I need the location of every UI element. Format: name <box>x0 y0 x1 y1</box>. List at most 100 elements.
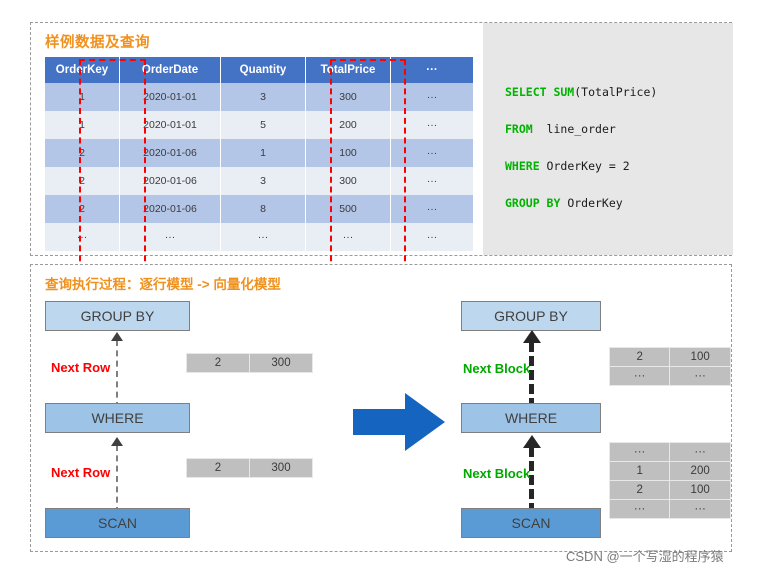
left-arrow-upper-head <box>111 332 123 341</box>
sql-query-panel: SELECT SUM(TotalPrice) FROM line_order W… <box>483 23 733 255</box>
right-block-upper: 2 100 ··· ··· <box>608 347 731 386</box>
table-row: 2 2020-01-06 1 100 ··· <box>45 139 473 167</box>
block-row: ··· ··· <box>608 442 731 462</box>
block-cell-value: 200 <box>669 461 731 481</box>
cell-totalprice: ··· <box>305 223 391 251</box>
column-header-quantity: Quantity <box>220 57 306 83</box>
sql-line-where: WHERE OrderKey = 2 <box>505 159 630 173</box>
block-cell-key: ··· <box>608 442 671 462</box>
right-arrow-lower-shaft <box>529 447 534 513</box>
left-edge-label-upper: Next Row <box>51 360 111 375</box>
left-arrow-lower-head <box>111 437 123 446</box>
sql-line-select: SELECT SUM(TotalPrice) <box>505 85 657 99</box>
block-cell-value: ··· <box>669 499 731 519</box>
block-cell-key: 2 <box>186 458 250 478</box>
cell-quantity: 5 <box>220 111 306 139</box>
column-header-orderdate: OrderDate <box>119 57 221 83</box>
sample-data-table: OrderKey OrderDate Quantity TotalPrice ·… <box>45 57 473 251</box>
cell-ellipsis: ··· <box>390 195 473 223</box>
cell-quantity: 1 <box>220 139 306 167</box>
left-operator-groupby: GROUP BY <box>45 301 190 331</box>
table-row: 1 2020-01-01 3 300 ··· <box>45 83 473 111</box>
right-operator-scan-label: SCAN <box>511 515 551 531</box>
sql-text-groupby: OrderKey <box>560 196 623 210</box>
cell-totalprice: 300 <box>305 83 391 111</box>
cell-orderkey: 1 <box>45 111 120 139</box>
cell-orderdate: 2020-01-06 <box>119 195 221 223</box>
cell-orderdate: ··· <box>119 223 221 251</box>
cell-orderkey: 2 <box>45 139 120 167</box>
cell-totalprice: 500 <box>305 195 391 223</box>
left-operator-where-label: WHERE <box>91 410 144 426</box>
left-edge-label-lower: Next Row <box>51 465 111 480</box>
sql-line-groupby: GROUP BY OrderKey <box>505 196 623 210</box>
block-cell-key: ··· <box>608 366 671 386</box>
block-row: ··· ··· <box>608 366 731 386</box>
sql-text-where: OrderKey = 2 <box>539 159 630 173</box>
table-row: ··· ··· ··· ··· ··· <box>45 223 473 251</box>
cell-quantity: 3 <box>220 83 306 111</box>
right-operator-scan: SCAN <box>461 508 601 538</box>
block-row: 2 300 <box>186 353 313 373</box>
left-block-lower: 2 300 <box>186 458 313 478</box>
cell-ellipsis: ··· <box>390 223 473 251</box>
cell-orderdate: 2020-01-06 <box>119 167 221 195</box>
cell-totalprice: 100 <box>305 139 391 167</box>
table-row: 2 2020-01-06 3 300 ··· <box>45 167 473 195</box>
right-arrow-lower-head <box>523 435 541 448</box>
transition-arrow-icon <box>353 393 445 451</box>
sample-data-panel: 样例数据及查询 OrderKey OrderDate Quantity Tota… <box>30 22 733 271</box>
sql-text-select: (TotalPrice) <box>574 85 658 99</box>
right-block-lower: ··· ··· 1 200 2 100 ··· ··· <box>608 442 731 519</box>
block-cell-key: 1 <box>608 461 671 481</box>
sample-data-title: 样例数据及查询 <box>45 35 150 51</box>
sample-table-area: 样例数据及查询 OrderKey OrderDate Quantity Tota… <box>31 23 481 271</box>
block-row: 2 300 <box>186 458 313 478</box>
sql-keyword-groupby: GROUP BY <box>505 196 561 210</box>
block-row: 1 200 <box>608 461 731 481</box>
right-operator-where-label: WHERE <box>504 410 558 426</box>
block-cell-value: 300 <box>249 353 313 373</box>
cell-totalprice: 300 <box>305 167 391 195</box>
column-header-ellipsis: ··· <box>390 57 473 83</box>
block-cell-value: ··· <box>669 442 731 462</box>
cell-totalprice: 200 <box>305 111 391 139</box>
cell-orderkey: 2 <box>45 167 120 195</box>
left-operator-scan-label: SCAN <box>98 515 137 531</box>
cell-quantity: ··· <box>220 223 306 251</box>
block-cell-value: ··· <box>669 366 731 386</box>
right-edge-label-upper: Next Block <box>463 361 531 376</box>
left-operator-where: WHERE <box>45 403 190 433</box>
sql-keyword-select: SELECT SUM <box>505 85 575 99</box>
cell-orderdate: 2020-01-01 <box>119 83 221 111</box>
block-cell-key: 2 <box>608 480 671 500</box>
right-operator-where: WHERE <box>461 403 601 433</box>
right-operator-groupby: GROUP BY <box>461 301 601 331</box>
cell-orderdate: 2020-01-06 <box>119 139 221 167</box>
sql-keyword-where: WHERE <box>505 159 540 173</box>
table-row: 1 2020-01-01 5 200 ··· <box>45 111 473 139</box>
table-row: 2 2020-01-06 8 500 ··· <box>45 195 473 223</box>
block-cell-value: 100 <box>669 480 731 500</box>
block-cell-key: 2 <box>608 347 671 367</box>
block-row: ··· ··· <box>608 499 731 519</box>
cell-orderdate: 2020-01-01 <box>119 111 221 139</box>
left-operator-groupby-label: GROUP BY <box>80 308 155 324</box>
block-cell-key: 2 <box>186 353 250 373</box>
csdn-watermark: CSDN @一个写湿的程序猿 <box>566 549 724 564</box>
block-cell-value: 300 <box>249 458 313 478</box>
right-arrow-upper-head <box>523 330 541 343</box>
execution-flow-panel: 查询执行过程：逐行模型 -> 向量化模型 GROUP BY Next Row 2… <box>30 264 732 552</box>
cell-quantity: 3 <box>220 167 306 195</box>
right-arrow-upper-shaft <box>529 342 534 408</box>
cell-quantity: 8 <box>220 195 306 223</box>
cell-ellipsis: ··· <box>390 83 473 111</box>
right-operator-groupby-label: GROUP BY <box>494 308 568 324</box>
right-edge-label-lower: Next Block <box>463 466 531 481</box>
block-cell-key: ··· <box>608 499 671 519</box>
left-operator-scan: SCAN <box>45 508 190 538</box>
table-header-row: OrderKey OrderDate Quantity TotalPrice ·… <box>45 57 473 83</box>
left-arrow-upper-shaft <box>116 340 118 408</box>
sql-text-from: line_order <box>532 122 616 136</box>
